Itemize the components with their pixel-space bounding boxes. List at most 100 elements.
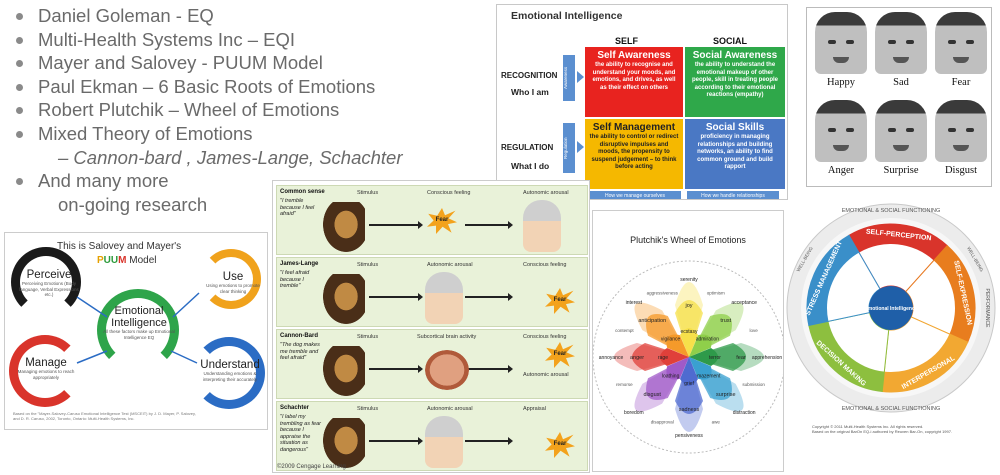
plutchik-label: anticipation (638, 318, 666, 324)
face-label: Disgust (944, 165, 978, 176)
ei-row-regulation-sub: What I do (511, 161, 550, 171)
eqi-copyright-1: Copyright © 2011 Multi-Health Systems In… (812, 424, 924, 429)
face-label: Surprise (883, 165, 919, 176)
ei-side-regulation: Regulation (563, 123, 575, 173)
emotion-theories-diagram: Common sense"I tremble because I feel af… (272, 180, 590, 473)
plutchik-dyad-label: disapproval (651, 420, 674, 425)
plutchik-label: fear (736, 355, 746, 361)
cell-body: proficiency in managing relationships an… (697, 134, 773, 170)
cell-body: the ability to recognise and understand … (592, 62, 676, 91)
emotional-intelligence-matrix: Emotional Intelligence SELF SOCIAL RECOG… (496, 4, 788, 200)
eqi-sector-band (849, 224, 948, 261)
stimulus-label: Stimulus (357, 334, 379, 340)
bullet-dot (16, 60, 23, 68)
plutchik-label: boredom (624, 410, 644, 416)
face-anger: Anger (813, 100, 869, 176)
person-head-figure (425, 416, 463, 468)
plutchik-label: surprise (716, 392, 736, 398)
theory-end2-label: Autonomic arousal (523, 372, 569, 378)
fear-burst: Fear (545, 342, 575, 368)
perceive-node: Perceive Perceiving Emotions (Body langu… (19, 269, 79, 298)
plutchik-label: sadness (679, 407, 700, 413)
plutchik-label: vigilance (661, 337, 681, 343)
petal-group (675, 282, 703, 357)
flow-arrow (465, 365, 513, 373)
petal-group (689, 357, 744, 412)
manage-ring (9, 335, 81, 407)
puum-title-line1: This is Salovey and Mayer's (57, 241, 182, 252)
cell-heading: Social Skills (705, 122, 765, 133)
face-mouth (833, 145, 849, 151)
stimulus-label: Stimulus (357, 262, 379, 268)
perceive-desc: Perceiving Emotions (Body language, Verb… (19, 281, 79, 297)
ei-col-social: SOCIAL (713, 36, 748, 46)
bullet-item: Daniel Goleman - EQ (14, 4, 484, 28)
face-mouth (893, 145, 909, 151)
dog-stimulus-image (323, 202, 365, 252)
cell-body: the ability to control or redirect disru… (589, 134, 679, 170)
face-mouth (893, 57, 909, 63)
plutchik-label: trust (720, 318, 731, 324)
dog-stimulus-image (323, 418, 365, 468)
puum-arrows (76, 292, 200, 364)
center-node: Emotional Intelligence All these factors… (103, 305, 175, 340)
plutchik-label: apprehension (752, 355, 783, 361)
manage-node: Manage Managing emotions to reach approp… (15, 357, 77, 380)
ei-col-self: SELF (615, 36, 639, 46)
plutchik-label: joy (684, 303, 692, 309)
theory-name: James-Lange (280, 261, 319, 267)
petal-inner (680, 357, 698, 386)
face-sad: Sad (873, 12, 929, 88)
puum-footnote: Based on the "Mayer-Salovey-Caruso Emoti… (13, 411, 196, 421)
eqi-sector-band (933, 245, 975, 343)
eqi-sector-band (808, 321, 885, 392)
plutchik-wheel: ecstasyjoyserenityoptimismadmirationtrus… (593, 260, 783, 454)
ei-arrow-2 (577, 141, 584, 153)
ei-row-recognition-sub: Who I am (511, 87, 549, 97)
fear-burst: Fear (545, 432, 575, 458)
understand-desc: Understanding emotions & interpreting th… (202, 371, 258, 382)
petal-inner (689, 348, 718, 366)
plutchik-label: annoyance (599, 355, 624, 361)
theory-row: Schachter"I label my trembling as fear b… (276, 401, 588, 471)
flow-arrow (369, 365, 423, 373)
petal-group (689, 302, 744, 357)
plutchik-dyad-label: awe (712, 420, 721, 425)
bullet-item: Multi-Health Systems Inc – EQI (14, 28, 484, 52)
flow-arrow (369, 293, 423, 301)
bullet-text: Mayer and Salovey - PUUM Model (38, 52, 323, 74)
petal-inner (680, 328, 698, 357)
flow-arrow (465, 221, 513, 229)
theory-mid-label: Subcortical brain activity (417, 334, 477, 340)
face-fear: Fear (933, 12, 989, 88)
plutchik-dyad-label: optimism (707, 290, 725, 295)
plutchik-label: amazement (694, 373, 721, 379)
ei-side-awareness: Awareness (563, 55, 575, 101)
understand-ring (193, 337, 265, 409)
puum-title-uu: UU (103, 255, 119, 266)
theory-quote: "I feel afraid because I tremble" (280, 270, 310, 289)
cell-heading: Self Awareness (597, 50, 671, 61)
fear-label: Fear (553, 351, 567, 357)
plutchik-dyad-label: submission (742, 382, 765, 387)
face-label: Sad (893, 77, 909, 88)
bullet-text: – Cannon-bard , James-Lange, Schachter (58, 146, 403, 168)
ei-foot-social: How we handle relationships (687, 191, 779, 199)
eqi-sector-band (882, 334, 968, 392)
bullet-text: Daniel Goleman - EQ (38, 5, 214, 26)
plutchik-dyad-label: remorse (616, 382, 633, 387)
bullet-text: Robert Plutchik – Wheel of Emotions (38, 99, 340, 121)
center-desc: All these factors make up Emotional Inte… (103, 329, 175, 340)
ei-arrow-1 (577, 71, 584, 83)
theories-copyright: ©2009 Cengage Learning (277, 464, 346, 470)
arrow-understand-center (170, 350, 198, 364)
plutchik-label: acceptance (731, 300, 757, 306)
theory-mid-label: Conscious feeling (427, 190, 471, 196)
face-photo (875, 12, 927, 74)
bullet-dot (16, 178, 23, 186)
